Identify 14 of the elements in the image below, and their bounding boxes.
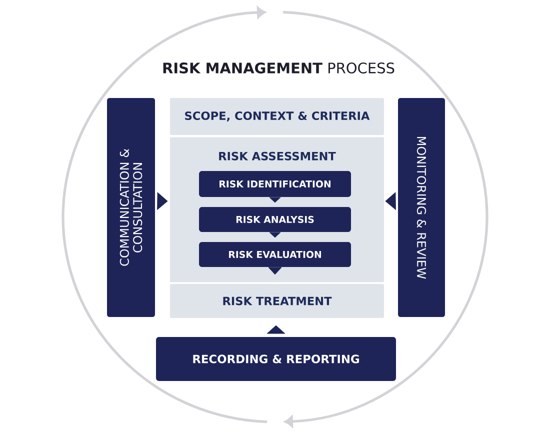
arrow [156,192,168,210]
arrow [266,325,286,334]
title: RISK MANAGEMENT PROCESS [163,62,394,74]
arrow [269,196,281,203]
arrow [268,266,282,275]
stage-band: RISK TREATMENT [170,284,384,318]
arrow [269,232,281,238]
side-bar: COMMUNICATION & CONSULTATION [107,98,155,317]
arrow [385,192,396,210]
process-box: RISK IDENTIFICATION [199,171,351,197]
side-bar: MONITORING & REVIEW [398,98,445,317]
process-box: RECORDING & REPORTING [156,336,396,381]
process-box: RISK ANALYSIS [199,207,351,232]
stage-band: SCOPE, CONTEXT & CRITERIA [170,98,384,135]
